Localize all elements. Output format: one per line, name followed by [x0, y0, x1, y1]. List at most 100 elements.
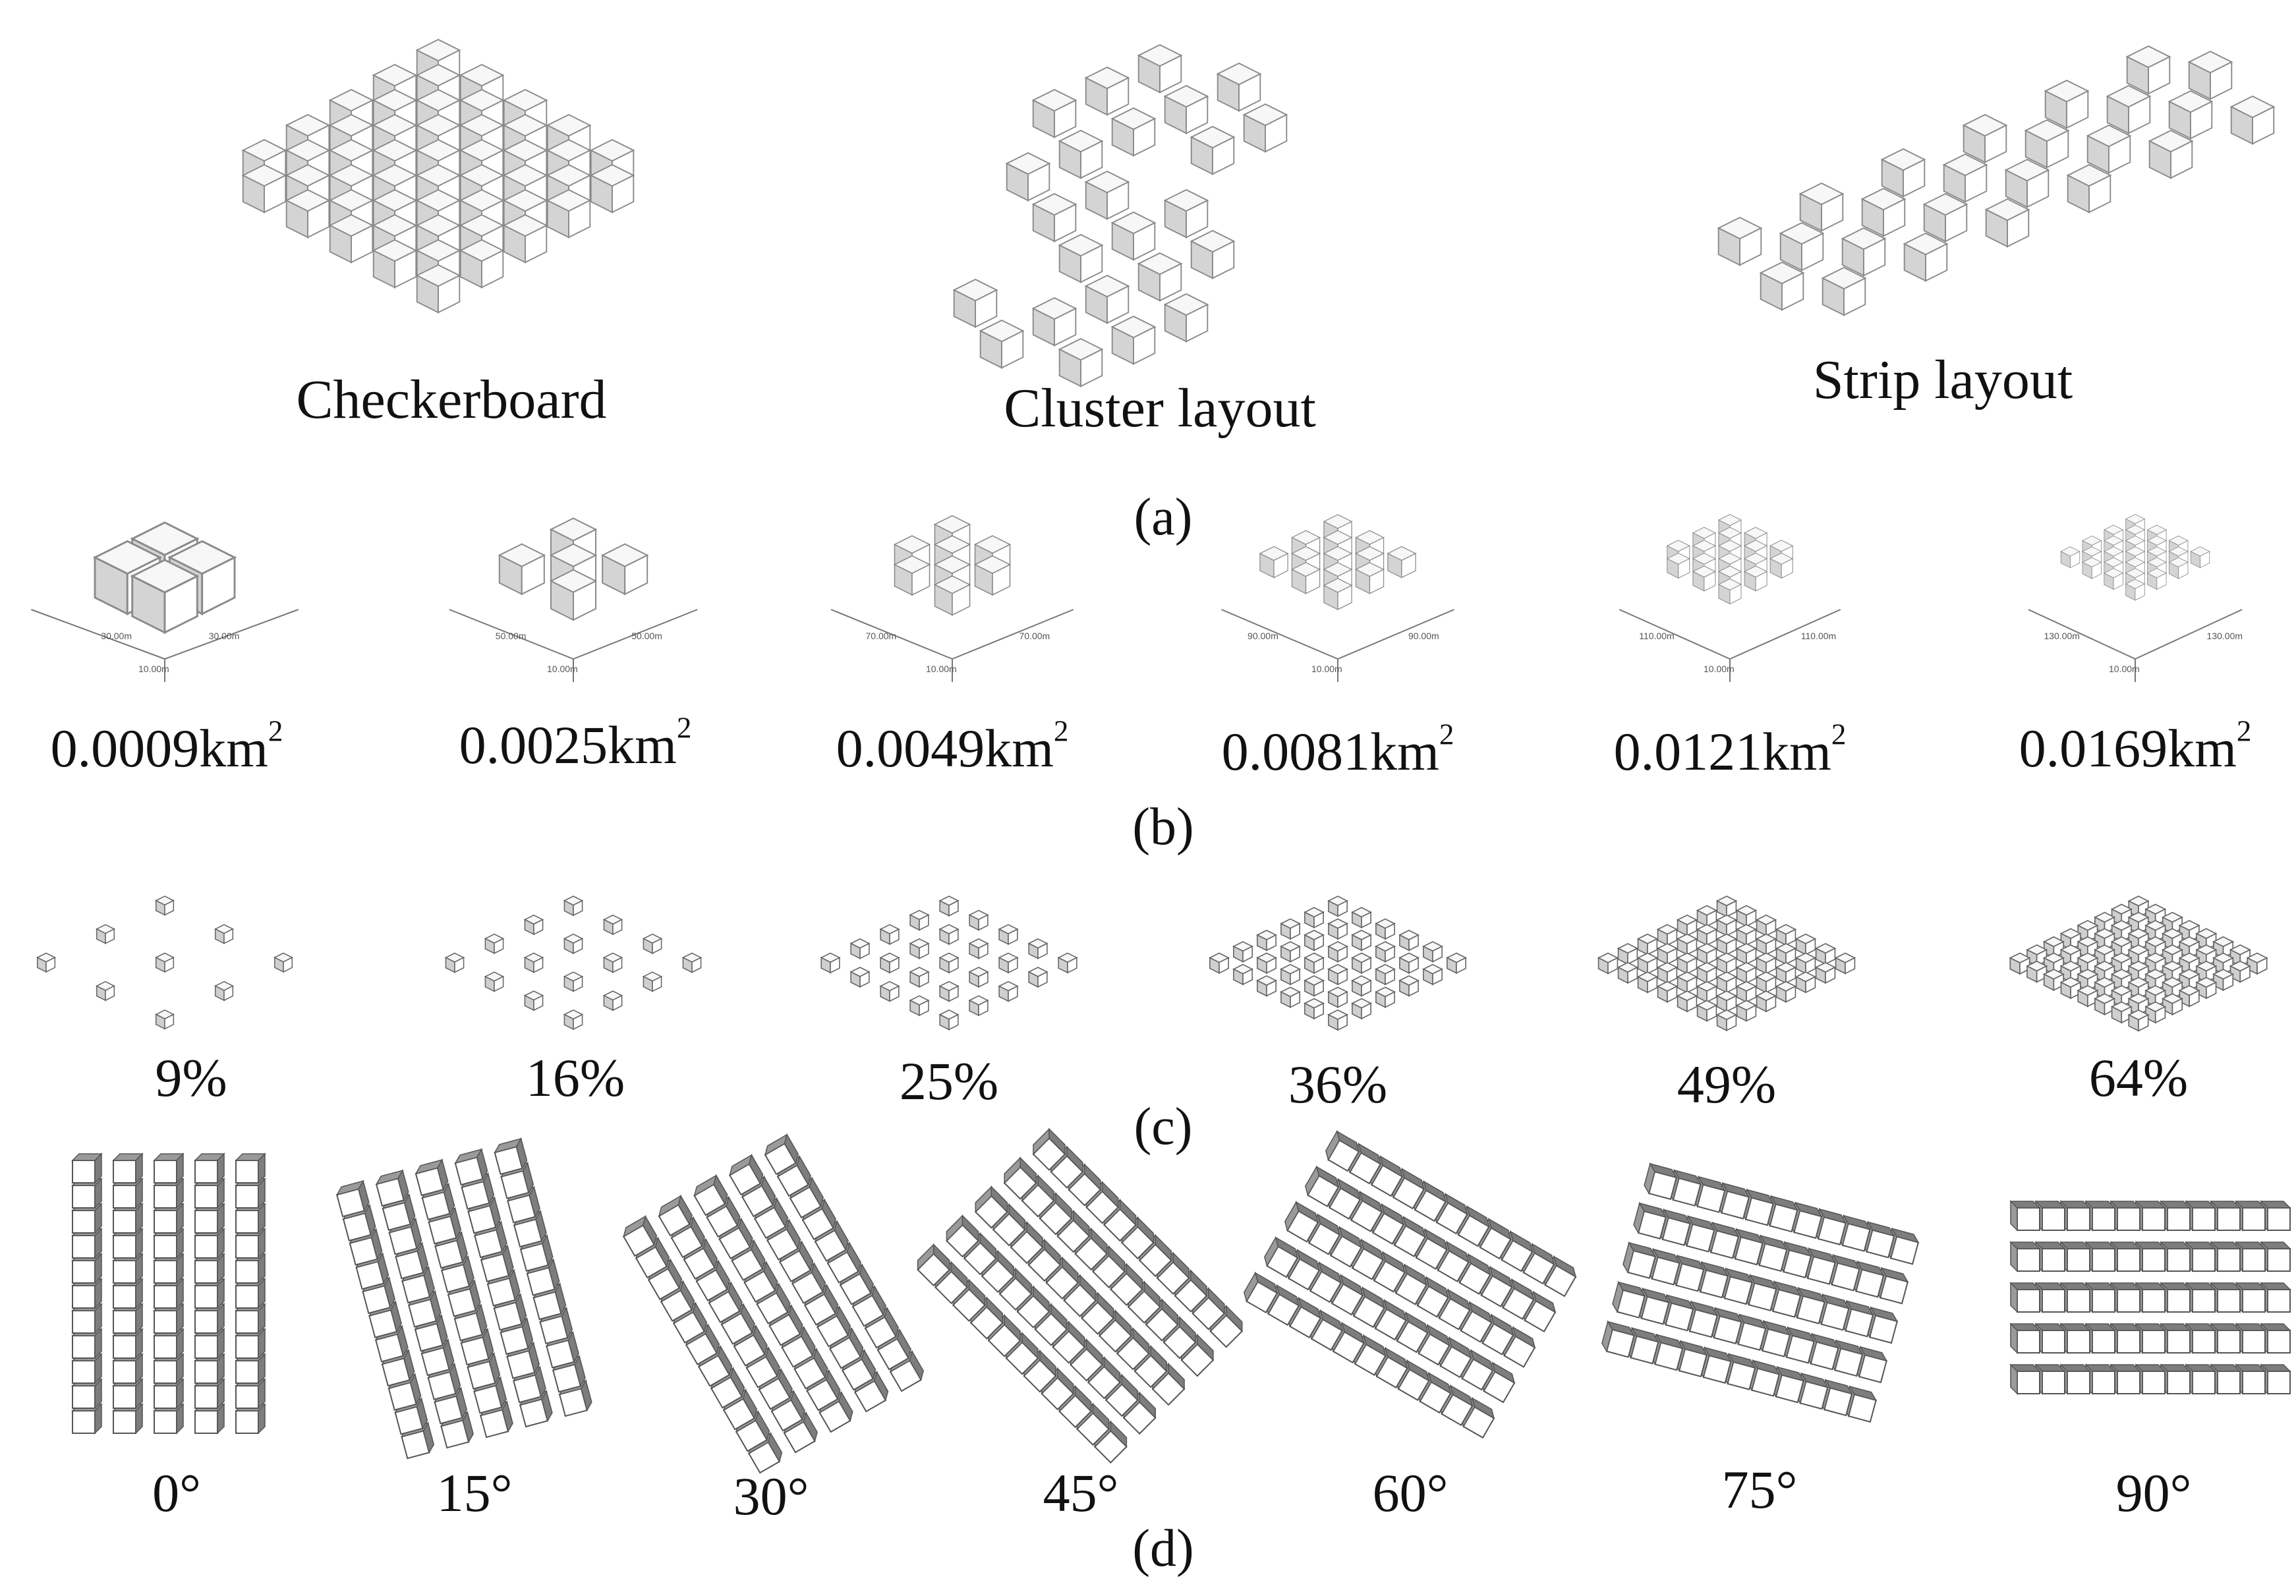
- cluster-cube: [1164, 85, 1209, 134]
- density-cube: [1328, 963, 1348, 985]
- cluster-cube: [1164, 293, 1209, 343]
- density-cube: [1696, 905, 1717, 927]
- density-cube: [909, 967, 929, 988]
- ground-line: [30, 609, 165, 660]
- density-cube: [1756, 971, 1777, 993]
- density-cube: [909, 938, 929, 959]
- area-cube: [1291, 562, 1321, 594]
- density-cube: [998, 952, 1018, 973]
- density-label-16: 16%: [525, 1048, 625, 1108]
- density-cube: [1028, 938, 1048, 959]
- density-cube: [563, 971, 583, 992]
- angle-label-15: 15°: [436, 1463, 513, 1523]
- density-cube: [1352, 907, 1371, 928]
- density-label-64: 64%: [2088, 1048, 2189, 1108]
- density-cube: [1756, 933, 1777, 955]
- density-cube: [563, 933, 583, 954]
- angle-label-75: 75°: [1721, 1460, 1798, 1520]
- strip-cube: [1822, 267, 1866, 316]
- density-cube: [1716, 952, 1737, 975]
- density-cube: [820, 952, 840, 973]
- density-cube: [1657, 961, 1678, 984]
- cluster-cube-grid: [953, 44, 1288, 387]
- angle-label-30: 30°: [733, 1466, 809, 1526]
- layout-label-checkerboard: Checkerboard: [296, 369, 607, 430]
- area-cube: [550, 569, 596, 621]
- density-cube: [998, 924, 1018, 945]
- density-cube: [939, 1010, 959, 1031]
- density-cube: [1028, 967, 1048, 988]
- density-cube: [1375, 918, 1395, 940]
- cluster-cube: [1111, 107, 1156, 157]
- density-cube: [1328, 941, 1348, 963]
- density-cube: [1795, 933, 1816, 955]
- strip-cube: [1760, 262, 1804, 311]
- strip-cube-grid: [1717, 45, 2275, 316]
- density-cube: [643, 933, 662, 954]
- density-cube: [1328, 918, 1348, 940]
- angle-label-45: 45°: [1043, 1463, 1119, 1523]
- checkerboard-cube: [503, 214, 548, 264]
- dimension-note: 70.00m: [866, 631, 897, 641]
- density-cube: [1399, 975, 1419, 997]
- density-cube: [1637, 971, 1658, 993]
- density-cube: [603, 952, 623, 973]
- density-cube: [1696, 1000, 1717, 1022]
- density-cube: [484, 933, 504, 954]
- density-cube: [1375, 986, 1395, 1008]
- cluster-cube: [1111, 212, 1156, 261]
- density-cube: [155, 896, 175, 916]
- area-cube: [1355, 562, 1385, 594]
- density-cube: [880, 952, 900, 973]
- checkerboard-cube: [546, 189, 591, 239]
- density-cube: [563, 896, 583, 916]
- density-cube: [1058, 952, 1077, 973]
- density-cube: [1304, 952, 1324, 974]
- density-cube: [445, 952, 465, 973]
- area-cube: [2125, 579, 2145, 601]
- density-cube: [1280, 918, 1300, 940]
- orientation-cell: [2010, 1282, 2040, 1313]
- strip-cube: [1861, 188, 1906, 237]
- checkerboard-cube: [459, 239, 504, 289]
- cluster-cube: [979, 320, 1024, 369]
- area-cube: [1259, 546, 1288, 579]
- density-cube: [1637, 952, 1658, 975]
- density-cube: [1696, 981, 1717, 1003]
- strip-cube: [1943, 154, 1988, 203]
- density-cube: [603, 990, 623, 1011]
- dimension-note: 30.00m: [101, 631, 132, 641]
- area-cube: [2168, 557, 2189, 579]
- density-cube: [1257, 975, 1277, 997]
- area-cube: [2190, 546, 2210, 569]
- area-cube: [2082, 557, 2102, 579]
- strip-cube: [2044, 80, 2089, 129]
- strip-cube: [1779, 222, 1824, 271]
- density-cube: [1352, 998, 1371, 1019]
- orientation-diagram-7: [2010, 1201, 2291, 1394]
- density-cube: [1716, 1009, 1737, 1031]
- density-cube: [850, 967, 870, 988]
- density-cube: [1280, 941, 1300, 963]
- density-cube: [939, 981, 959, 1002]
- density-cube: [1736, 905, 1757, 927]
- cluster-cube: [1032, 297, 1077, 347]
- density-diagram-2: [445, 896, 702, 1030]
- density-cube: [1716, 990, 1737, 1012]
- area-label-4: 0.0081km2: [1221, 718, 1454, 782]
- orientation-cell: [72, 1153, 102, 1183]
- area-cube: [1769, 552, 1793, 579]
- orientation-diagram-4: [912, 1128, 1248, 1464]
- density-cube: [1352, 952, 1371, 974]
- orientation-cell: [2010, 1201, 2040, 1231]
- strip-cube: [2024, 119, 2069, 169]
- dimension-note: 10.00m: [1704, 664, 1735, 674]
- orientation-diagram-5: [1240, 1130, 1580, 1439]
- area-label-1: 0.0009km2: [50, 714, 283, 778]
- density-cube: [1815, 961, 1836, 984]
- density-cube: [1677, 990, 1698, 1012]
